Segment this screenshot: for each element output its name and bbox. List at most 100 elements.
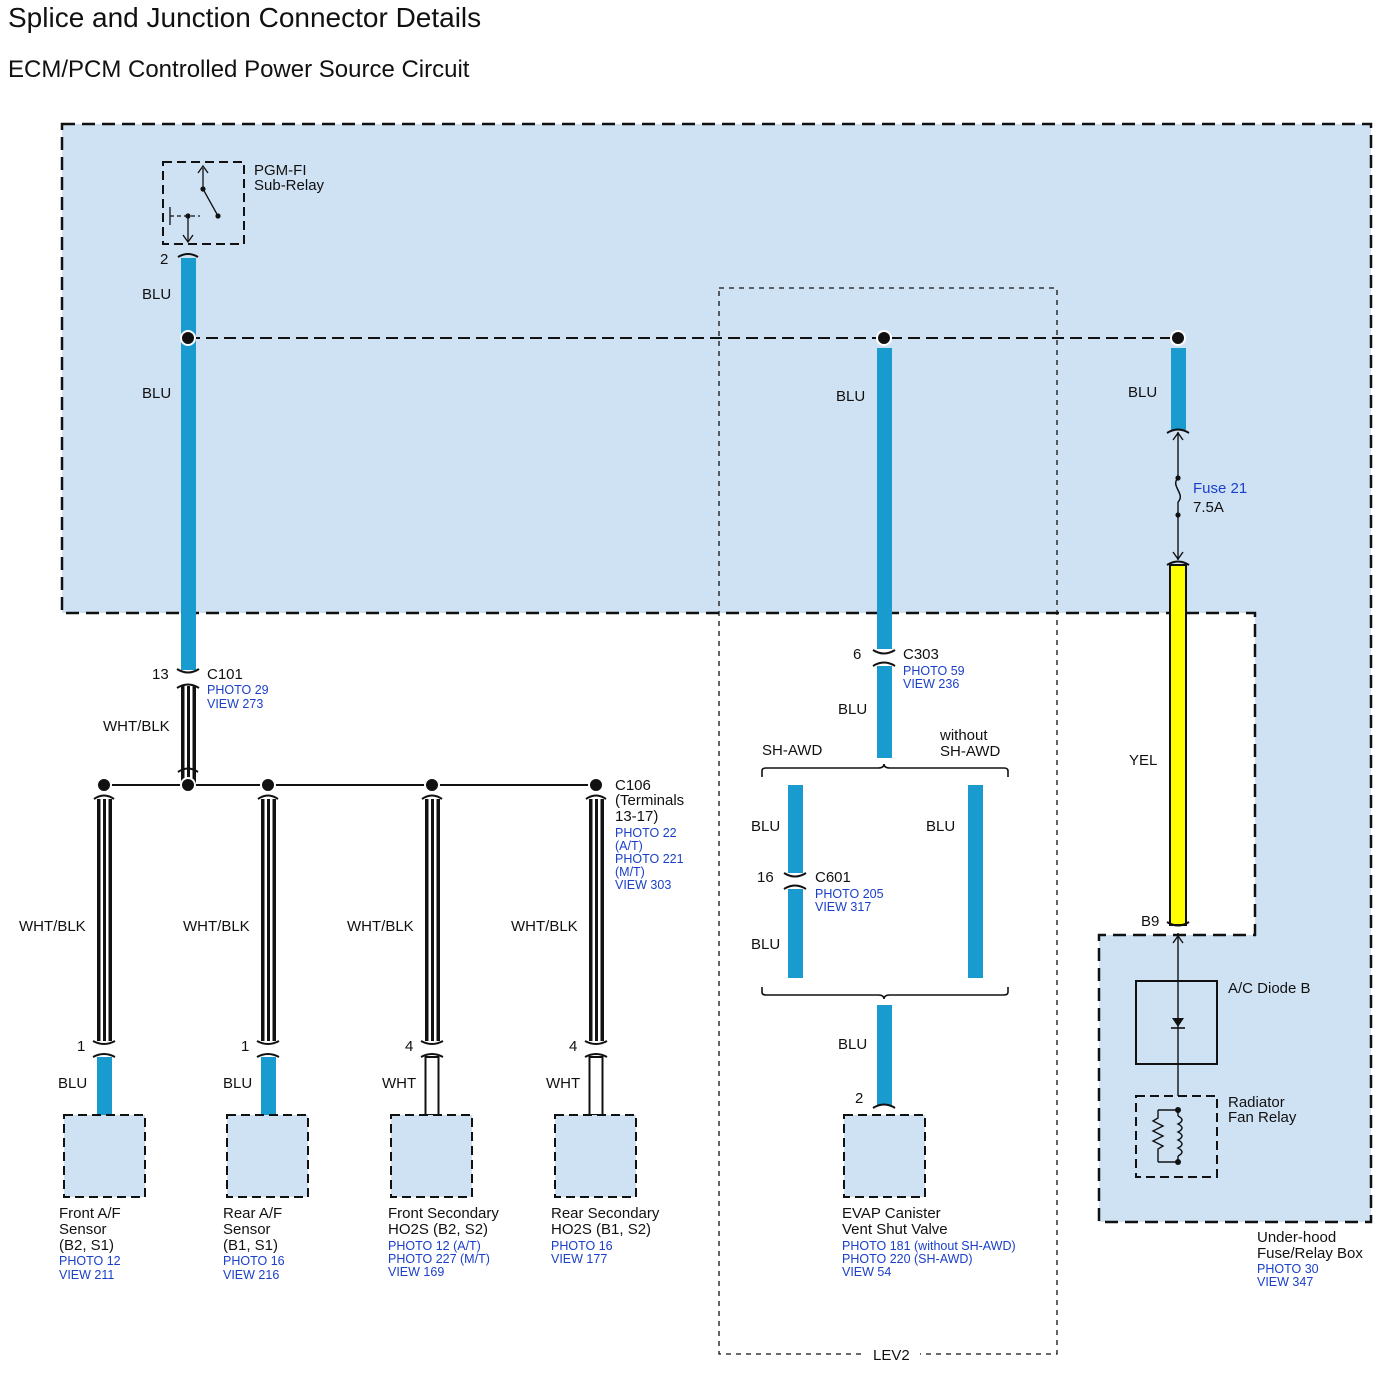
front-af-name-1: Front A/F	[59, 1205, 121, 1222]
c101-wire-whtblk	[181, 686, 196, 785]
rear-secondary-pin: 4	[569, 1038, 577, 1055]
front-secondary-ref-2: PHOTO 227 (M/T)	[388, 1252, 490, 1266]
front-secondary-ref-3: VIEW 169	[388, 1265, 444, 1279]
fan-relay-line1: Radiator	[1228, 1094, 1285, 1111]
rear-secondary-wire-top: WHT/BLK	[511, 918, 578, 935]
c106-ref-5: VIEW 303	[615, 878, 671, 892]
relay-pin: 2	[160, 251, 168, 268]
c601-photo: PHOTO 205	[815, 887, 884, 901]
front-af-wire-top: WHT/BLK	[19, 918, 86, 935]
front-secondary-wire-bottom: WHT	[382, 1075, 416, 1092]
lev2-label: LEV2	[873, 1347, 910, 1364]
c101-connector	[176, 668, 200, 689]
fuse-rating: 7.5A	[1193, 499, 1224, 516]
fuse-wire-blu	[1171, 348, 1186, 430]
c101-photo: PHOTO 29	[207, 683, 269, 697]
bus-dot-2	[260, 777, 276, 793]
c601-view: VIEW 317	[815, 900, 871, 914]
bus-dot-4	[588, 777, 604, 793]
evap-wire-bottom	[877, 1005, 892, 1105]
front-af-sensor-circuit	[63, 794, 146, 1198]
evap-wire-after-c303-label: BLU	[838, 701, 867, 718]
c106-ref-1: PHOTO 22	[615, 826, 677, 840]
evap-pin: 2	[855, 1090, 863, 1107]
front-secondary-wire-top: WHT/BLK	[347, 918, 414, 935]
without-sh-awd-wire-label: BLU	[926, 818, 955, 835]
c601-pin: 16	[757, 869, 774, 886]
option-brace-bottom	[761, 987, 1009, 1000]
evap-ref-3: VIEW 54	[842, 1265, 891, 1279]
evap-wire-after-c303	[877, 666, 892, 758]
radiator-fan-relay	[1135, 1095, 1218, 1178]
fusebox-view: VIEW 347	[1257, 1275, 1313, 1289]
c106-ref-2: (A/T)	[615, 839, 643, 853]
without-sh-awd-label-2: SH-AWD	[940, 743, 1000, 760]
fusebox-pin: B9	[1141, 913, 1159, 930]
fuse-21-symbol	[1172, 431, 1184, 561]
evap-valve-box	[843, 1114, 926, 1198]
evap-name-1: EVAP Canister	[842, 1205, 941, 1222]
c106-terminals-1: (Terminals	[615, 792, 684, 809]
sh-awd-wire-top	[788, 785, 803, 873]
c101-view: VIEW 273	[207, 697, 263, 711]
rear-af-pin: 1	[241, 1038, 249, 1055]
c601-name: C601	[815, 869, 851, 886]
c303-connector	[872, 649, 896, 667]
sh-awd-wire-top-label: BLU	[751, 818, 780, 835]
ac-diode-b	[1135, 980, 1218, 1065]
rear-af-name-2: Sensor	[223, 1221, 271, 1238]
evap-ref-1: PHOTO 181 (without SH-AWD)	[842, 1239, 1016, 1253]
front-secondary-ho2s-circuit	[390, 794, 473, 1198]
splice-dot-mid	[876, 330, 892, 346]
without-sh-awd-wire	[968, 785, 983, 978]
page-title: Splice and Junction Connector Details	[8, 2, 482, 33]
c303-view: VIEW 236	[903, 677, 959, 691]
relay-name-line1: PGM-FI	[254, 162, 307, 179]
front-af-name-2: Sensor	[59, 1221, 107, 1238]
evap-name-2: Vent Shut Valve	[842, 1221, 948, 1238]
front-af-ref-2: VIEW 211	[59, 1268, 114, 1282]
rear-secondary-ho2s-circuit	[554, 794, 637, 1198]
page-subtitle: ECM/PCM Controlled Power Source Circuit	[8, 56, 470, 83]
c106-name: C106	[615, 777, 651, 794]
power-circuit-panel	[60, 122, 1373, 1224]
rear-secondary-name-2: HO2S (B1, S2)	[551, 1221, 651, 1238]
sh-awd-label: SH-AWD	[762, 742, 822, 759]
c303-photo: PHOTO 59	[903, 664, 965, 678]
rear-secondary-ref-2: VIEW 177	[551, 1252, 607, 1266]
c303-pin: 6	[853, 646, 861, 663]
sh-awd-wire-bottom	[788, 889, 803, 978]
relay-name-line2: Sub-Relay	[254, 177, 325, 194]
rear-af-ref-1: PHOTO 16	[223, 1254, 285, 1268]
evap-wire-top-label: BLU	[836, 388, 865, 405]
rear-af-name-1: Rear A/F	[223, 1205, 282, 1222]
rear-secondary-ref-1: PHOTO 16	[551, 1239, 613, 1253]
relay-wire-label-top: BLU	[142, 286, 171, 303]
c303-name: C303	[903, 646, 939, 663]
without-sh-awd-label-1: without	[939, 727, 988, 744]
c106-ref-3: PHOTO 221	[615, 852, 684, 866]
fusebox-photo: PHOTO 30	[1257, 1262, 1319, 1276]
rear-af-name-3: (B1, S1)	[223, 1237, 278, 1254]
splice-dot-left	[180, 330, 196, 346]
evap-wire-bottom-label: BLU	[838, 1036, 867, 1053]
rear-secondary-wire-bottom: WHT	[546, 1075, 580, 1092]
bus-dot-c101	[180, 777, 196, 793]
c101-name: C101	[207, 666, 243, 683]
fusebox-name-1: Under-hood	[1257, 1229, 1336, 1246]
splice-dot-right	[1170, 330, 1186, 346]
fuse-name: Fuse 21	[1193, 480, 1247, 497]
front-secondary-name-2: HO2S (B2, S2)	[388, 1221, 488, 1238]
c601-connector	[783, 872, 807, 890]
c106-terminals-2: 13-17)	[615, 808, 658, 825]
option-brace-top	[761, 763, 1009, 777]
rear-af-wire-bottom: BLU	[223, 1075, 252, 1092]
fusebox-name-2: Fuse/Relay Box	[1257, 1245, 1363, 1262]
bus-dot-1	[96, 777, 112, 793]
yel-wire-label: YEL	[1129, 752, 1157, 769]
front-af-wire-bottom: BLU	[58, 1075, 87, 1092]
rear-af-ref-2: VIEW 216	[223, 1268, 279, 1282]
relay-wire-blu	[181, 258, 196, 670]
ac-diode-label: A/C Diode B	[1228, 980, 1311, 997]
